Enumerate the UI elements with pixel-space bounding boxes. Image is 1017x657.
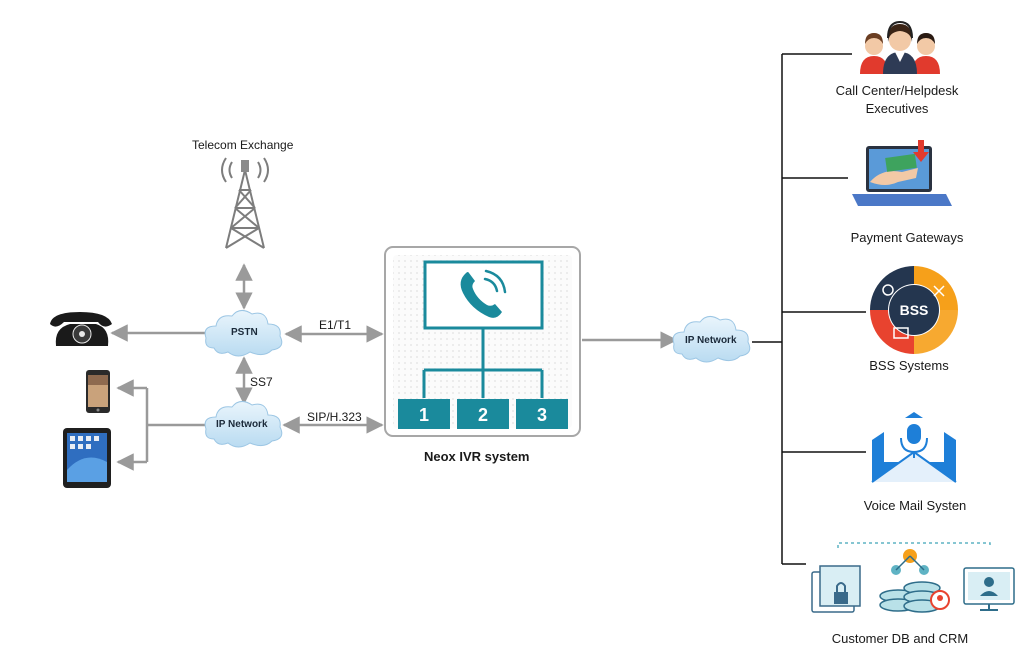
ivr-key-1-label: 1: [419, 405, 429, 425]
ip-network-left-label: IP Network: [216, 419, 268, 430]
call-center-icon: [860, 20, 940, 74]
sip-label: SIP/H.323: [307, 410, 362, 424]
bss-systems-label: BSS Systems: [869, 358, 949, 373]
ip-network-cloud-left-icon: [204, 401, 283, 448]
ivr-key-3: [516, 399, 568, 429]
tablet-icon: [63, 428, 111, 488]
voice-mail-label: Voice Mail Systen: [863, 498, 967, 513]
customer-db-icon: [811, 542, 1015, 613]
telecom-exchange-label: Telecom Exchange: [192, 138, 294, 152]
bss-icon: BSS: [870, 266, 958, 354]
pstn-label: PSTN: [231, 327, 258, 338]
tower-icon: [221, 157, 269, 249]
call-center-label: Call Center/Helpdesk Executives: [822, 82, 972, 118]
telephone-icon: [50, 312, 112, 346]
e1t1-label: E1/T1: [319, 318, 352, 332]
bss-badge-label: BSS: [900, 302, 929, 318]
ivr-key-2: [457, 399, 509, 429]
pstn-cloud-icon: [204, 310, 283, 357]
voice-mail-icon: [871, 412, 957, 483]
ivr-key-1: [398, 399, 450, 429]
ivr-title: Neox IVR system: [424, 449, 530, 464]
ip-network-cloud-right-icon: [672, 316, 751, 363]
ivr-key-3-label: 3: [537, 405, 547, 425]
payment-gateways-label: Payment Gateways: [850, 230, 964, 245]
call-center-label-line1: Call Center/Helpdesk: [835, 83, 959, 98]
phone-call-icon: [460, 269, 507, 318]
ivr-key-2-label: 2: [478, 405, 488, 425]
bus-lines: [752, 53, 866, 565]
ivr-monitor: [423, 260, 544, 330]
customer-db-label: Customer DB and CRM: [831, 631, 969, 646]
payment-gateway-icon: [852, 140, 952, 206]
mobile-phone-icon: [86, 370, 110, 413]
ivr-system-box: 1 2 3: [384, 246, 581, 437]
ip-network-right-label: IP Network: [685, 335, 737, 346]
call-center-label-line2: Executives: [865, 101, 929, 116]
ss7-label: SS7: [250, 375, 273, 389]
